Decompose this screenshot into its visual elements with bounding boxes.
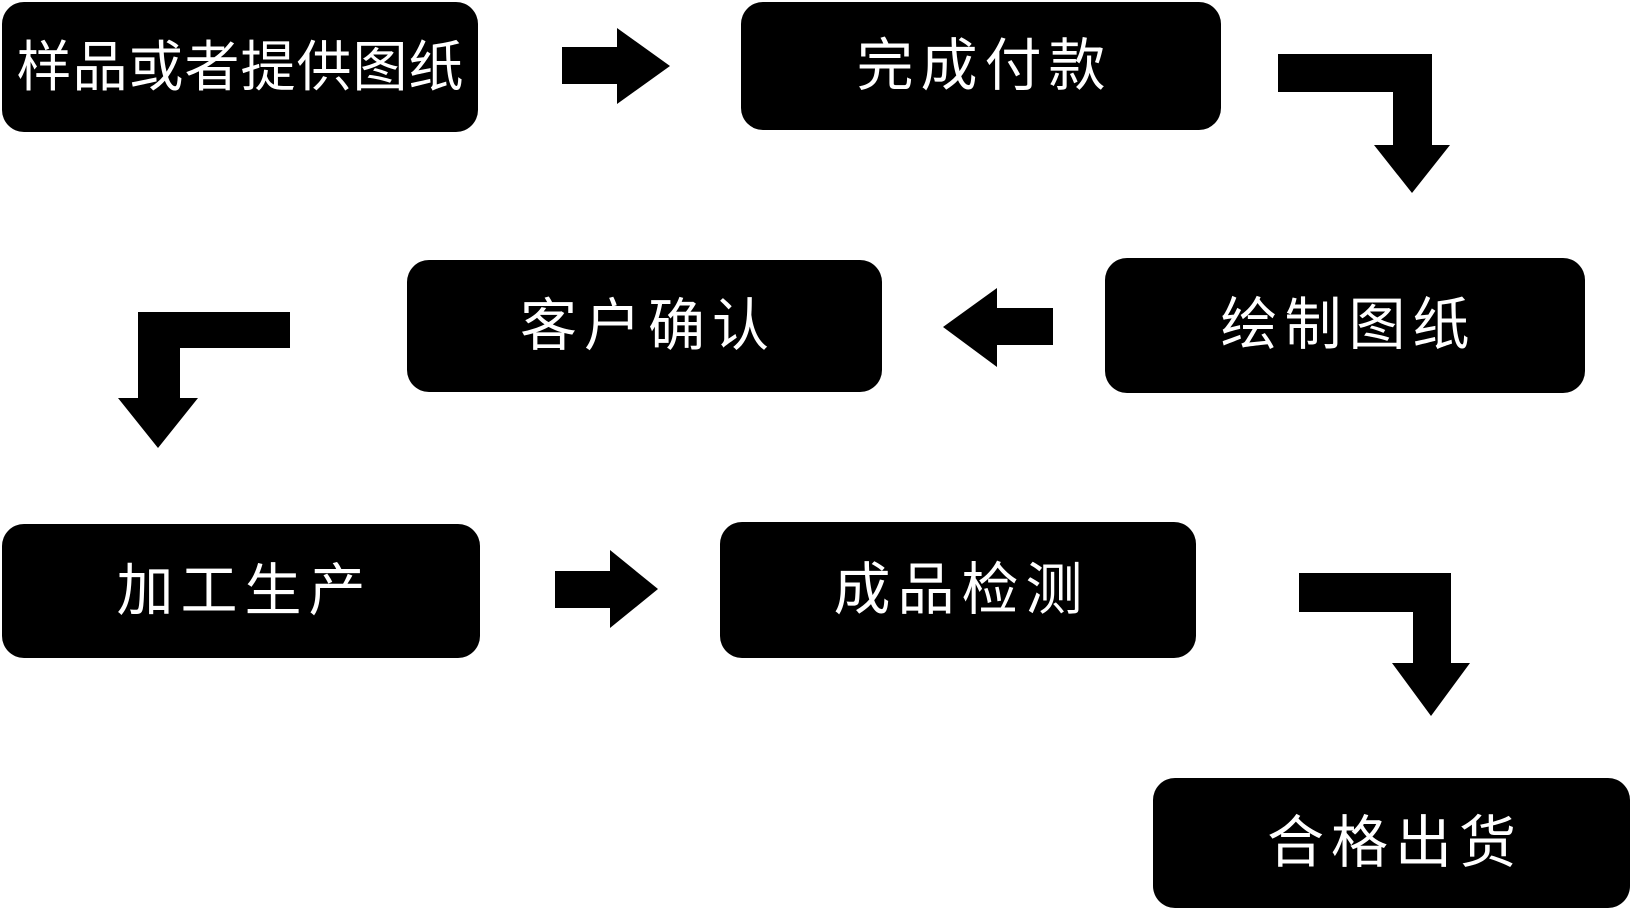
flow-node-payment: 完成付款	[741, 2, 1221, 130]
elbow-arrow-inspection-to-shipment-icon	[1299, 573, 1470, 716]
flow-node-shipment: 合格出货	[1153, 778, 1630, 908]
flow-node-production-label: 加工生产	[116, 557, 373, 624]
flow-node-drawing-label: 绘制图纸	[1220, 292, 1477, 358]
elbow-arrow-confirm-to-production-icon	[118, 312, 290, 448]
flow-node-sample-label: 样品或者提供图纸	[16, 34, 465, 99]
elbow-arrow-payment-to-drawing-icon	[1278, 54, 1450, 193]
flow-node-confirm-label: 客户确认	[520, 292, 776, 359]
arrow-drawing-to-confirm-icon	[943, 288, 1053, 367]
flow-node-sample: 样品或者提供图纸	[2, 2, 478, 132]
flow-node-drawing: 绘制图纸	[1105, 258, 1585, 393]
flow-node-payment-label: 完成付款	[856, 32, 1113, 99]
flow-node-production: 加工生产	[2, 524, 480, 658]
arrow-sample-to-payment-icon	[562, 28, 670, 104]
flow-node-inspection-label: 成品检测	[833, 556, 1090, 623]
arrow-production-to-inspection-icon	[555, 550, 658, 628]
flow-node-inspection: 成品检测	[720, 522, 1196, 658]
flow-node-shipment-label: 合格出货	[1267, 809, 1523, 876]
flow-node-confirm: 客户确认	[407, 260, 882, 392]
